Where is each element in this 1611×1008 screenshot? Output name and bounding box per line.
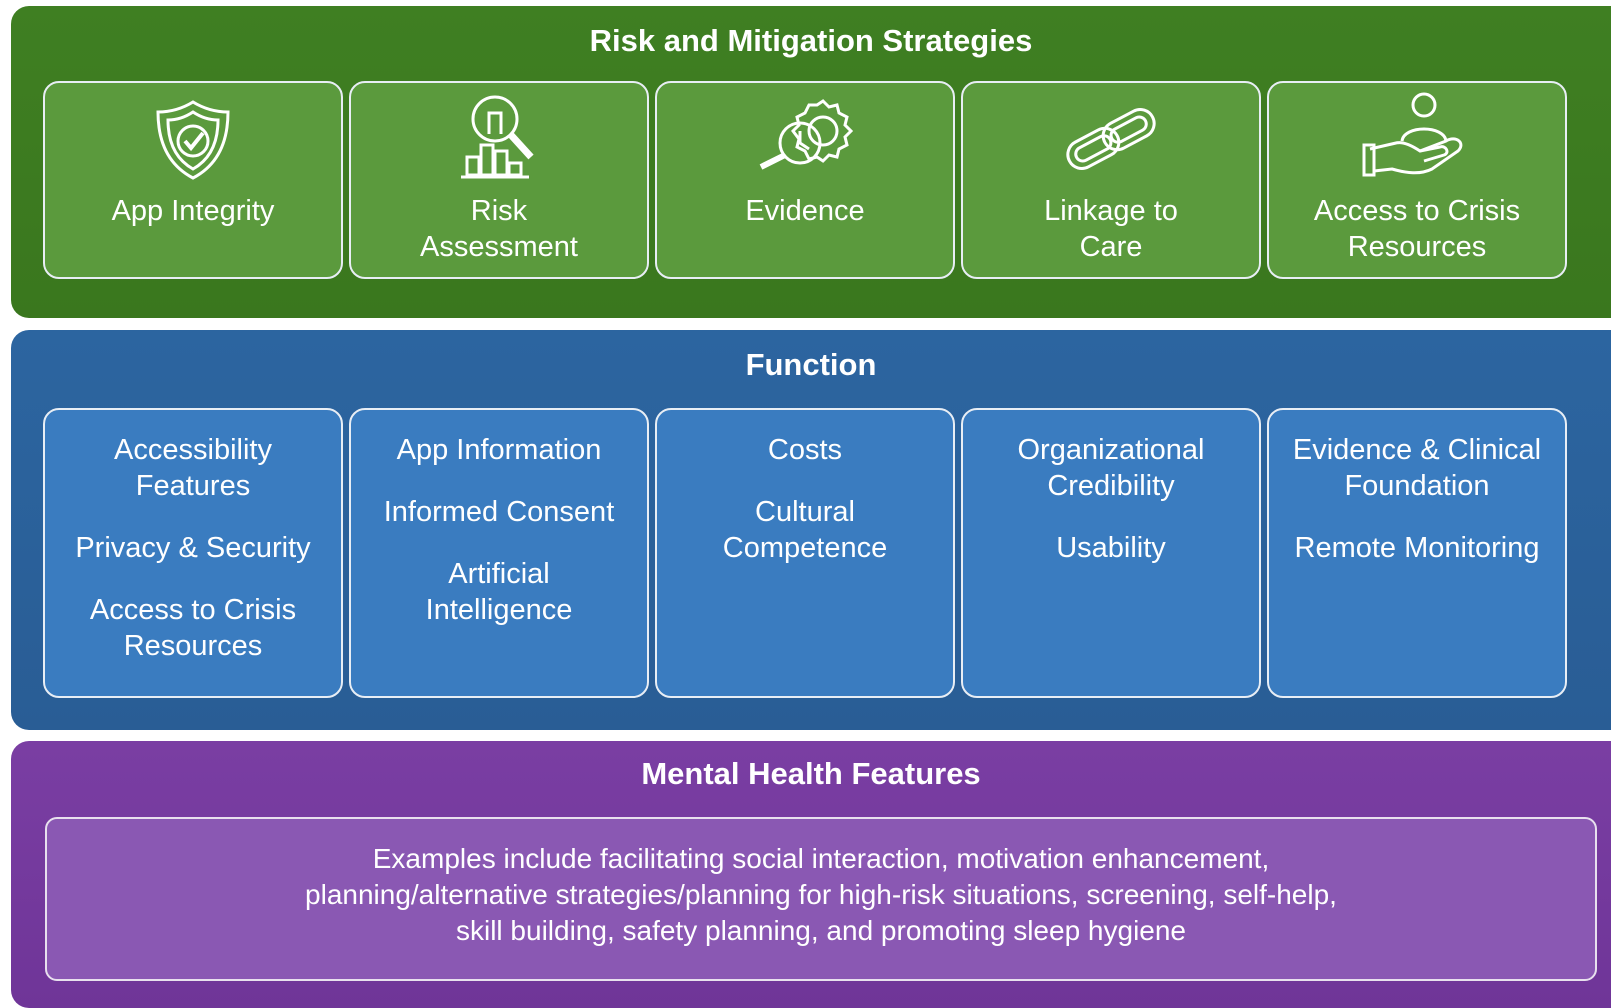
function-band: Function Accessibility Features Privacy …	[11, 330, 1611, 730]
risk-card-access-to-crisis: Access to Crisis Resources	[1267, 81, 1567, 279]
risk-card-evidence: Evidence	[655, 81, 955, 279]
risk-card-label: Risk Assessment	[420, 195, 578, 263]
function-item: Costs	[767, 434, 843, 466]
mental-health-examples: Examples include facilitating social int…	[305, 843, 1337, 946]
hand-person-icon	[1269, 91, 1565, 187]
function-card: Costs Cultural Competence	[655, 408, 955, 698]
gear-magnifier-icon	[657, 91, 953, 187]
mental-health-card: Examples include facilitating social int…	[45, 817, 1597, 981]
risk-card-label: Evidence	[745, 195, 865, 227]
function-item: Privacy & Security	[75, 532, 311, 564]
function-item: Artificial Intelligence	[425, 558, 573, 626]
function-item: Usability	[1056, 532, 1166, 564]
function-item: Access to Crisis Resources	[89, 594, 297, 662]
risk-card-risk-assessment: Risk Assessment	[349, 81, 649, 279]
function-title: Function	[745, 347, 877, 382]
function-item: App Information	[396, 434, 602, 466]
magnifier-bar-chart-icon	[351, 91, 647, 187]
function-item: Accessibility Features	[114, 434, 272, 502]
risk-card-label: Access to Crisis Resources	[1313, 195, 1521, 263]
risk-card-app-integrity: App Integrity	[43, 81, 343, 279]
function-item: Informed Consent	[383, 496, 615, 528]
risk-card-label: Linkage to Care	[1044, 195, 1178, 263]
mental-health-title: Mental Health Features	[641, 756, 981, 791]
risk-card-label: App Integrity	[111, 195, 275, 227]
risk-mitigation-title: Risk and Mitigation Strategies	[589, 23, 1033, 58]
function-card: Accessibility Features Privacy & Securit…	[43, 408, 343, 698]
risk-mitigation-band: Risk and Mitigation Strategies App Integ…	[11, 6, 1611, 318]
shield-check-icon	[45, 91, 341, 187]
function-card: Organizational Credibility Usability	[961, 408, 1261, 698]
function-item: Organizational Credibility	[1017, 434, 1205, 502]
function-item: Evidence & Clinical Foundation	[1292, 434, 1542, 502]
chain-link-icon	[963, 91, 1259, 187]
risk-card-linkage-to-care: Linkage to Care	[961, 81, 1261, 279]
mental-health-band: Mental Health Features Examples include …	[11, 741, 1611, 1008]
function-card: App Information Informed Consent Artific…	[349, 408, 649, 698]
function-item: Remote Monitoring	[1294, 532, 1540, 564]
function-card: Evidence & Clinical Foundation Remote Mo…	[1267, 408, 1567, 698]
function-item: Cultural Competence	[722, 496, 888, 564]
